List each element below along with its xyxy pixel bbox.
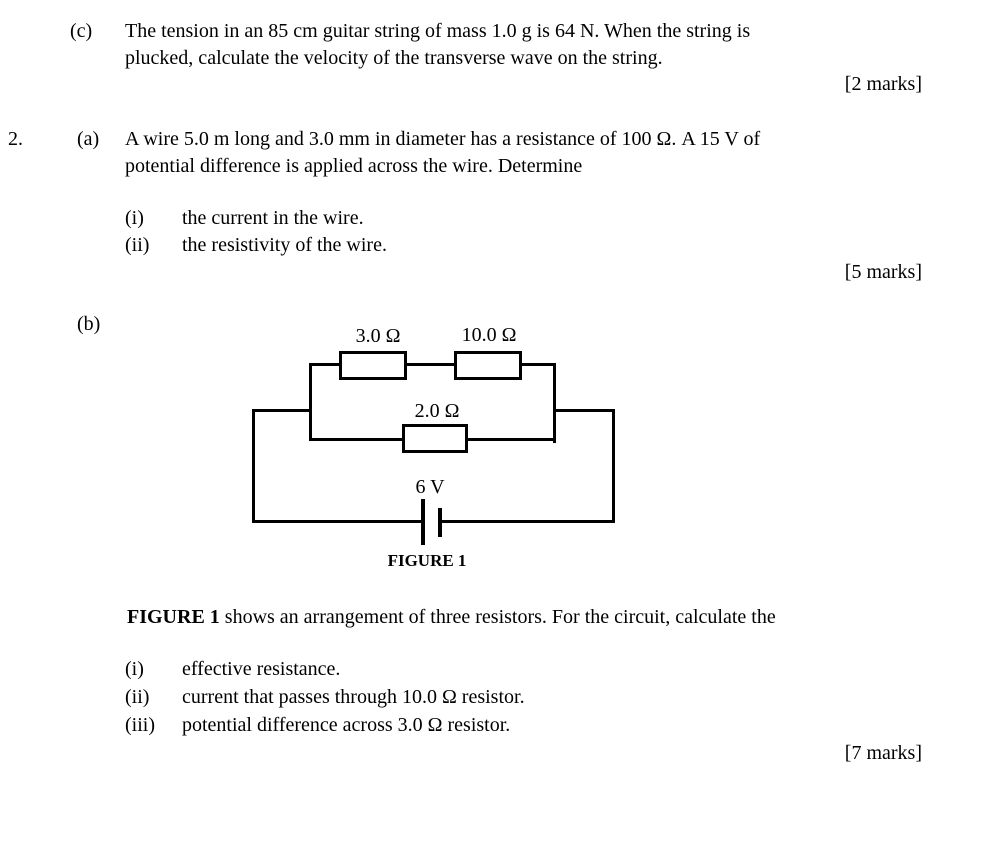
part-b-item-iii-text: potential difference across 3.0 Ω resist…	[182, 714, 511, 736]
battery-voltage-label: 6 V	[415, 476, 445, 498]
battery-long-plate-icon	[421, 499, 425, 545]
figure-paragraph-rest: shows an arrangement of three resistors.…	[219, 606, 776, 628]
part-b-item-ii: (ii) current that passes through 10.0 Ω r…	[125, 684, 525, 710]
wire-outer-right-vertical	[612, 409, 615, 523]
figure-paragraph: FIGURE 1 shows an arrangement of three r…	[127, 604, 776, 630]
part-a-item-ii-text: the resistivity of the wire.	[182, 234, 387, 256]
part-a-line-1: A wire 5.0 m long and 3.0 mm in diameter…	[125, 128, 761, 150]
wire-bottom-branch	[309, 438, 556, 441]
wire-outer-right-horizontal	[553, 409, 615, 412]
wire-bottom	[252, 520, 615, 523]
part-b-marks: [7 marks]	[844, 742, 922, 764]
part-b-item-i-text: effective resistance.	[182, 658, 341, 680]
question-c-line-1: The tension in an 85 cm guitar string of…	[125, 20, 751, 42]
wire-inner-left-vertical	[309, 363, 312, 441]
part-b-item-i-label: (i)	[125, 658, 144, 680]
resistor-3ohm-label: 3.0 Ω	[355, 325, 401, 347]
resistor-2ohm-box	[402, 424, 468, 453]
question-c-marks: [2 marks]	[844, 73, 922, 95]
part-a-item-i-text: the current in the wire.	[182, 207, 364, 229]
part-b-item-i: (i) effective resistance.	[125, 656, 340, 682]
wire-inner-right-vertical	[553, 363, 556, 443]
part-b-item-ii-label: (ii)	[125, 686, 150, 708]
part-a-marks: [5 marks]	[844, 261, 922, 283]
part-b-item-ii-text: current that passes through 10.0 Ω resis…	[182, 686, 525, 708]
figure-paragraph-bold: FIGURE 1	[127, 606, 220, 628]
question-2-number: 2.	[8, 128, 23, 150]
part-a-line-2: potential difference is applied across t…	[125, 155, 583, 177]
wire-top-branch	[309, 363, 556, 366]
part-a-label: (a)	[77, 128, 100, 150]
part-b-label: (b)	[77, 313, 101, 335]
question-c-line-2: plucked, calculate the velocity of the t…	[125, 47, 663, 69]
part-a-item-ii: (ii) the resistivity of the wire.	[125, 232, 387, 258]
resistor-2ohm-label: 2.0 Ω	[414, 400, 460, 422]
question-c-label: (c)	[70, 20, 93, 42]
battery-gap	[425, 518, 438, 525]
figure-caption: FIGURE 1	[387, 551, 467, 570]
resistor-10ohm-label: 10.0 Ω	[461, 324, 517, 346]
part-b-item-iii-label: (iii)	[125, 714, 155, 736]
part-a-item-i-label: (i)	[125, 207, 144, 229]
wire-outer-left-horizontal	[252, 409, 312, 412]
wire-outer-left-vertical	[252, 409, 255, 523]
part-b-item-iii: (iii) potential difference across 3.0 Ω r…	[125, 712, 510, 738]
resistor-3ohm-box	[339, 351, 407, 380]
battery-short-plate-icon	[438, 508, 442, 537]
resistor-10ohm-box	[454, 351, 522, 380]
part-a-item-ii-label: (ii)	[125, 234, 150, 256]
part-a-item-i: (i) the current in the wire.	[125, 205, 364, 231]
